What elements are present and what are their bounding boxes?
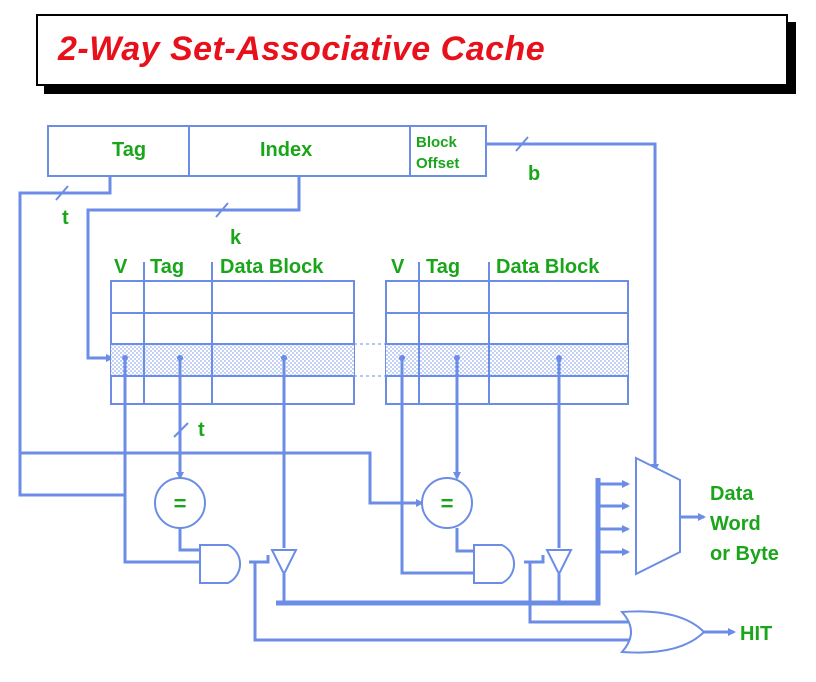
- address-offset-label-1: Block: [416, 134, 458, 151]
- address-offset-label-2: Offset: [416, 155, 459, 172]
- title-box: 2-Way Set-Associative Cache: [36, 14, 788, 86]
- offset-width-label: b: [528, 163, 540, 185]
- multiplexer: [635, 456, 681, 576]
- comparator-1: =: [154, 477, 206, 529]
- way-2: V Tag Data Block: [385, 256, 629, 405]
- way1-tag-header: Tag: [150, 256, 184, 278]
- and-gate-1: [199, 544, 241, 584]
- way2-data-header: Data Block: [496, 256, 600, 278]
- data-bus: [276, 478, 630, 606]
- index-width-label: k: [230, 227, 242, 249]
- comparator-2-symbol: =: [441, 491, 454, 516]
- output-label-3: or Byte: [710, 543, 779, 565]
- output-label-2: Word: [710, 513, 761, 535]
- address-tag-label: Tag: [112, 139, 146, 161]
- way1-v-header: V: [114, 256, 128, 278]
- tristate-buffer-1: [270, 549, 298, 577]
- address-register: Tag Index Block Offset: [47, 125, 487, 177]
- page-title: 2-Way Set-Associative Cache: [58, 30, 546, 68]
- tag-width-label: t: [62, 207, 69, 229]
- hit-label: HIT: [740, 623, 772, 645]
- tristate-buffer-2: [545, 549, 573, 577]
- output-label-1: Data: [710, 483, 754, 505]
- way2-v-header: V: [391, 256, 405, 278]
- tag-width-label-2: t: [198, 419, 205, 441]
- and1-to-or-wire: [253, 562, 632, 642]
- way-1: V Tag Data Block: [110, 256, 386, 405]
- way2-wiring: [20, 355, 628, 624]
- address-index-label: Index: [260, 139, 312, 161]
- or-gate: [619, 610, 706, 654]
- way2-tag-header: Tag: [426, 256, 460, 278]
- and-gate-2: [473, 544, 515, 584]
- address-wires: [18, 136, 659, 497]
- comparator-2: =: [421, 477, 473, 529]
- way1-data-header: Data Block: [220, 256, 324, 278]
- comparator-1-symbol: =: [174, 491, 187, 516]
